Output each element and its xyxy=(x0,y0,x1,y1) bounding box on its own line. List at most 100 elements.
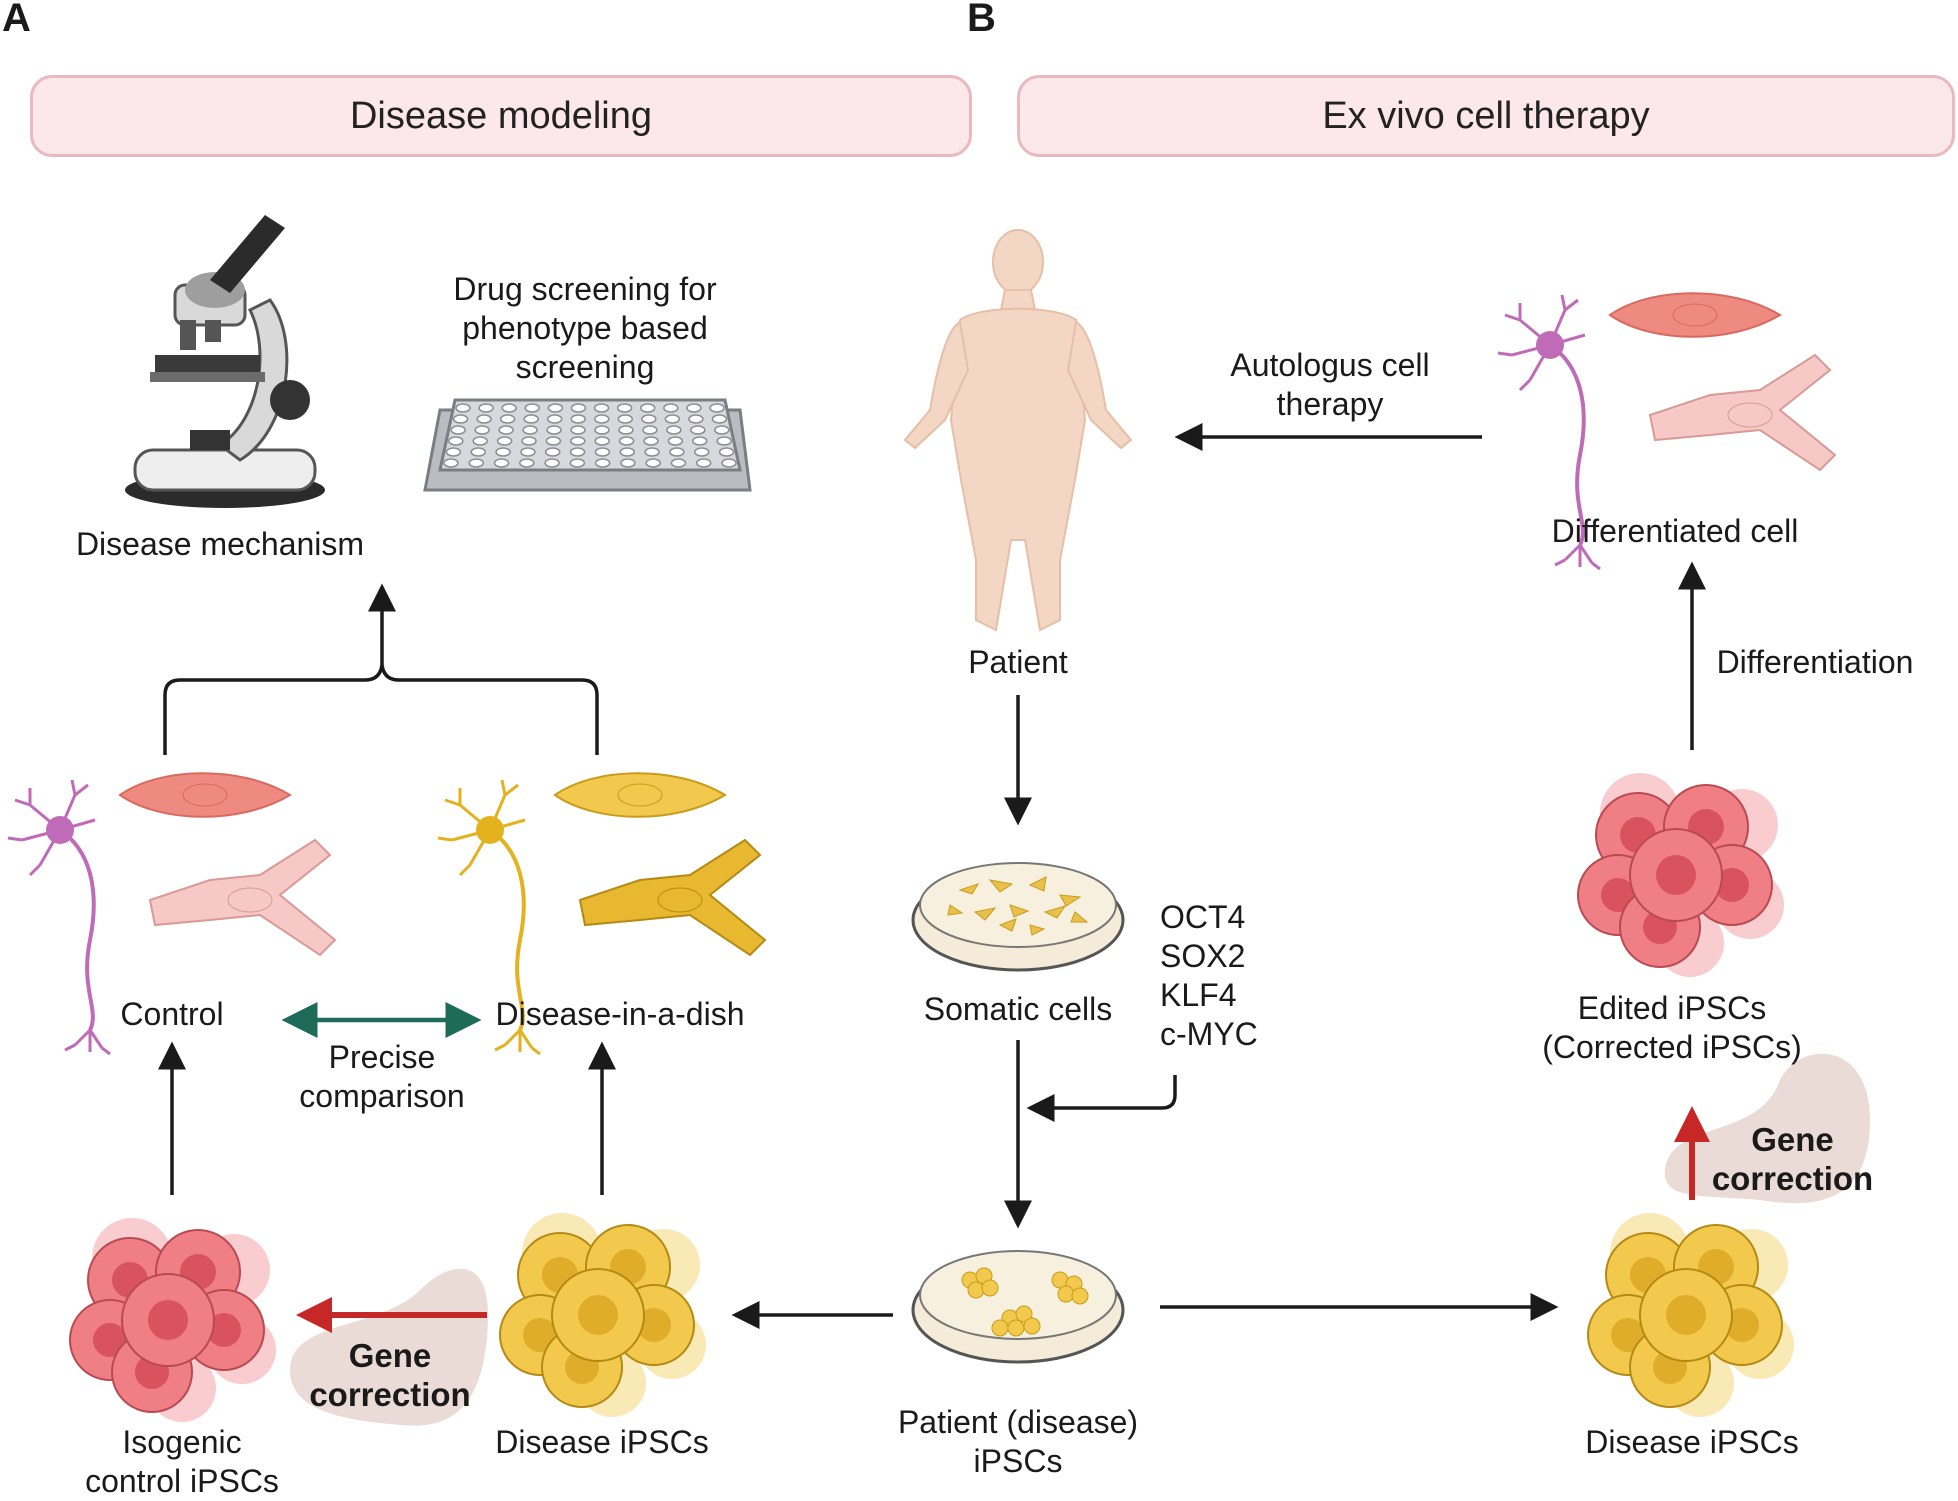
well xyxy=(619,447,636,457)
well xyxy=(618,425,634,435)
panel-letter-b: B xyxy=(967,0,996,40)
label-somatic-cells: Somatic cells xyxy=(923,991,1113,1027)
well xyxy=(546,414,563,424)
fibroblast-icon xyxy=(1609,292,1781,338)
well xyxy=(688,414,704,424)
well xyxy=(709,403,725,413)
well xyxy=(643,436,659,446)
microscope-icon xyxy=(125,215,325,508)
label-gene-correction-b: Gene correction xyxy=(1700,1120,1885,1198)
well xyxy=(594,447,611,457)
ipsc-cluster-icon xyxy=(69,1217,277,1423)
label-line: c-MYC xyxy=(1160,1016,1258,1052)
label-disease-in-a-dish: Disease-in-a-dish xyxy=(495,996,745,1032)
well xyxy=(520,447,536,457)
fibroblast-icon xyxy=(554,772,726,818)
well xyxy=(639,403,656,413)
label-line: iPSCs xyxy=(973,1443,1063,1479)
label-drug-screening: Drug screening for phenotype based scree… xyxy=(425,270,745,387)
well xyxy=(695,458,712,468)
label-line: OCT4 xyxy=(1160,899,1246,935)
label-patient-ipscs: Patient (disease) iPSCs xyxy=(878,1403,1158,1481)
label-line: comparison xyxy=(299,1078,465,1114)
well xyxy=(663,403,679,413)
well xyxy=(667,436,684,446)
bracket-connector xyxy=(163,664,599,755)
well xyxy=(495,447,511,457)
well xyxy=(721,458,737,468)
label-line: Edited iPSCs xyxy=(1577,990,1767,1026)
well xyxy=(711,414,728,424)
well xyxy=(641,414,657,424)
well xyxy=(642,425,658,435)
banner-disease-modeling: Disease modeling xyxy=(30,75,972,157)
neuron-body xyxy=(1536,331,1564,359)
well xyxy=(594,425,610,435)
well xyxy=(524,403,541,413)
well xyxy=(521,436,537,446)
well xyxy=(570,414,586,424)
well xyxy=(690,425,706,435)
well xyxy=(452,414,469,424)
well-plate-icon xyxy=(423,398,752,492)
well xyxy=(664,414,681,424)
well xyxy=(570,436,586,446)
well xyxy=(670,458,687,468)
well xyxy=(570,403,587,413)
label-edited-ipscs: Edited iPSCs (Corrected iPSCs) xyxy=(1522,989,1822,1067)
well xyxy=(547,403,564,413)
well xyxy=(617,414,634,424)
muscle-cell-icon xyxy=(579,839,766,956)
well xyxy=(644,447,660,457)
well xyxy=(468,458,485,468)
arrow-factors xyxy=(1026,1075,1177,1122)
well xyxy=(470,447,486,457)
muscle-cell-icon xyxy=(149,839,336,956)
well xyxy=(476,414,492,424)
well xyxy=(594,436,610,446)
well xyxy=(620,458,636,468)
well xyxy=(686,403,702,413)
label-line: Patient (disease) xyxy=(897,1404,1139,1440)
well xyxy=(716,436,732,446)
ipsc-cluster-icon xyxy=(1587,1212,1795,1418)
well xyxy=(594,414,610,424)
well xyxy=(616,403,633,413)
label-precise-comparison: Precise comparison xyxy=(282,1038,482,1116)
well xyxy=(594,458,611,468)
well xyxy=(496,436,513,446)
label-isogenic-control: Isogenic control iPSCs xyxy=(62,1423,302,1501)
label-line: Gene xyxy=(348,1337,432,1374)
label-autologous: Autologus cell therapy xyxy=(1200,346,1460,424)
panel-letter-a: A xyxy=(2,0,31,40)
label-differentiation: Differentiation xyxy=(1716,644,1914,680)
well xyxy=(544,458,560,468)
well xyxy=(522,425,538,435)
well xyxy=(493,458,510,468)
well xyxy=(666,425,682,435)
well xyxy=(478,403,494,413)
human-body-icon xyxy=(903,229,1133,632)
fibroblast-icon xyxy=(119,772,291,818)
well xyxy=(450,425,466,435)
well xyxy=(692,436,708,446)
label-factors: OCT4 SOX2 KLF4 c-MYC xyxy=(1160,898,1290,1054)
well xyxy=(593,403,610,413)
label-disease-ipscs: Disease iPSCs xyxy=(495,1424,709,1460)
well xyxy=(443,458,459,468)
label-disease-ipscs-b: Disease iPSCs xyxy=(1585,1424,1799,1460)
well xyxy=(523,414,539,424)
well xyxy=(544,447,561,457)
well xyxy=(501,403,517,413)
well xyxy=(718,447,735,457)
well xyxy=(694,447,710,457)
label-gene-correction: Gene correction xyxy=(290,1336,490,1414)
well xyxy=(569,458,586,468)
ipsc-cluster-icon xyxy=(1577,772,1785,978)
neuron-body xyxy=(476,816,504,844)
label-line: correction xyxy=(309,1376,471,1413)
well xyxy=(546,425,562,435)
well xyxy=(645,458,661,468)
well xyxy=(498,425,514,435)
